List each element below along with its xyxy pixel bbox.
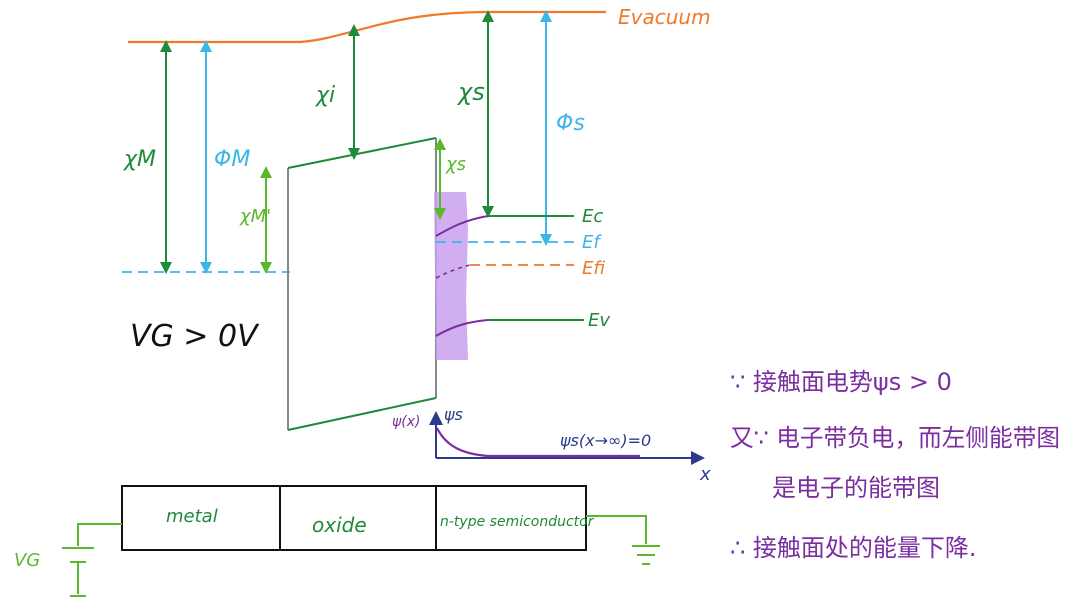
- ec-label: Ec: [582, 206, 603, 227]
- note-line-1: ∵ 接触面电势ψs > 0: [730, 368, 952, 396]
- chi-m-label: χM: [123, 147, 156, 172]
- ev-band-bend: [435, 319, 489, 337]
- bias-label: VG > 0V: [130, 319, 260, 354]
- chi-m-prime-label: χM': [239, 206, 271, 227]
- evacuum-label: Evacuum: [618, 5, 711, 29]
- vacuum-level-line: [128, 10, 606, 44]
- psi-limit-label: ψs(x→∞)=0: [560, 431, 651, 450]
- metal-label: metal: [166, 506, 218, 527]
- efi-label: Efi: [582, 258, 605, 279]
- note-line-2: 又∵ 电子带负电，而左侧能带图: [730, 424, 1060, 452]
- phi-s-label: Φs: [556, 111, 585, 136]
- psi-x-axis-label: x: [699, 464, 711, 485]
- note-line-3: 是电子的能带图: [772, 474, 940, 502]
- gate-wire: [77, 523, 122, 546]
- vg-label: VG: [14, 550, 40, 571]
- oxide-conduction-edge: [287, 137, 437, 169]
- efi-band-bend: [435, 264, 471, 279]
- ev-label: Ev: [588, 310, 610, 331]
- psi-curve: [436, 427, 640, 458]
- psi-y-label: ψ(x): [392, 414, 420, 430]
- oxide-valence-edge: [287, 397, 437, 431]
- ef-label: Ef: [582, 232, 602, 253]
- oxide-label: oxide: [312, 513, 367, 537]
- semiconductor-label: n-type semiconductor: [440, 514, 595, 530]
- chi-i-label: χi: [315, 83, 335, 108]
- psi-peak-label: ψs: [444, 405, 463, 424]
- phi-m-label: ΦM: [214, 147, 250, 172]
- ec-band-bend: [435, 215, 489, 237]
- semiconductor-box: [435, 485, 587, 551]
- depletion-region: [434, 192, 468, 360]
- note-line-4: ∴ 接触面处的能量下降.: [730, 534, 977, 562]
- body-wire: [586, 515, 647, 544]
- chi-s-small-label: χs: [445, 154, 466, 175]
- chi-s-label: χs: [456, 78, 485, 106]
